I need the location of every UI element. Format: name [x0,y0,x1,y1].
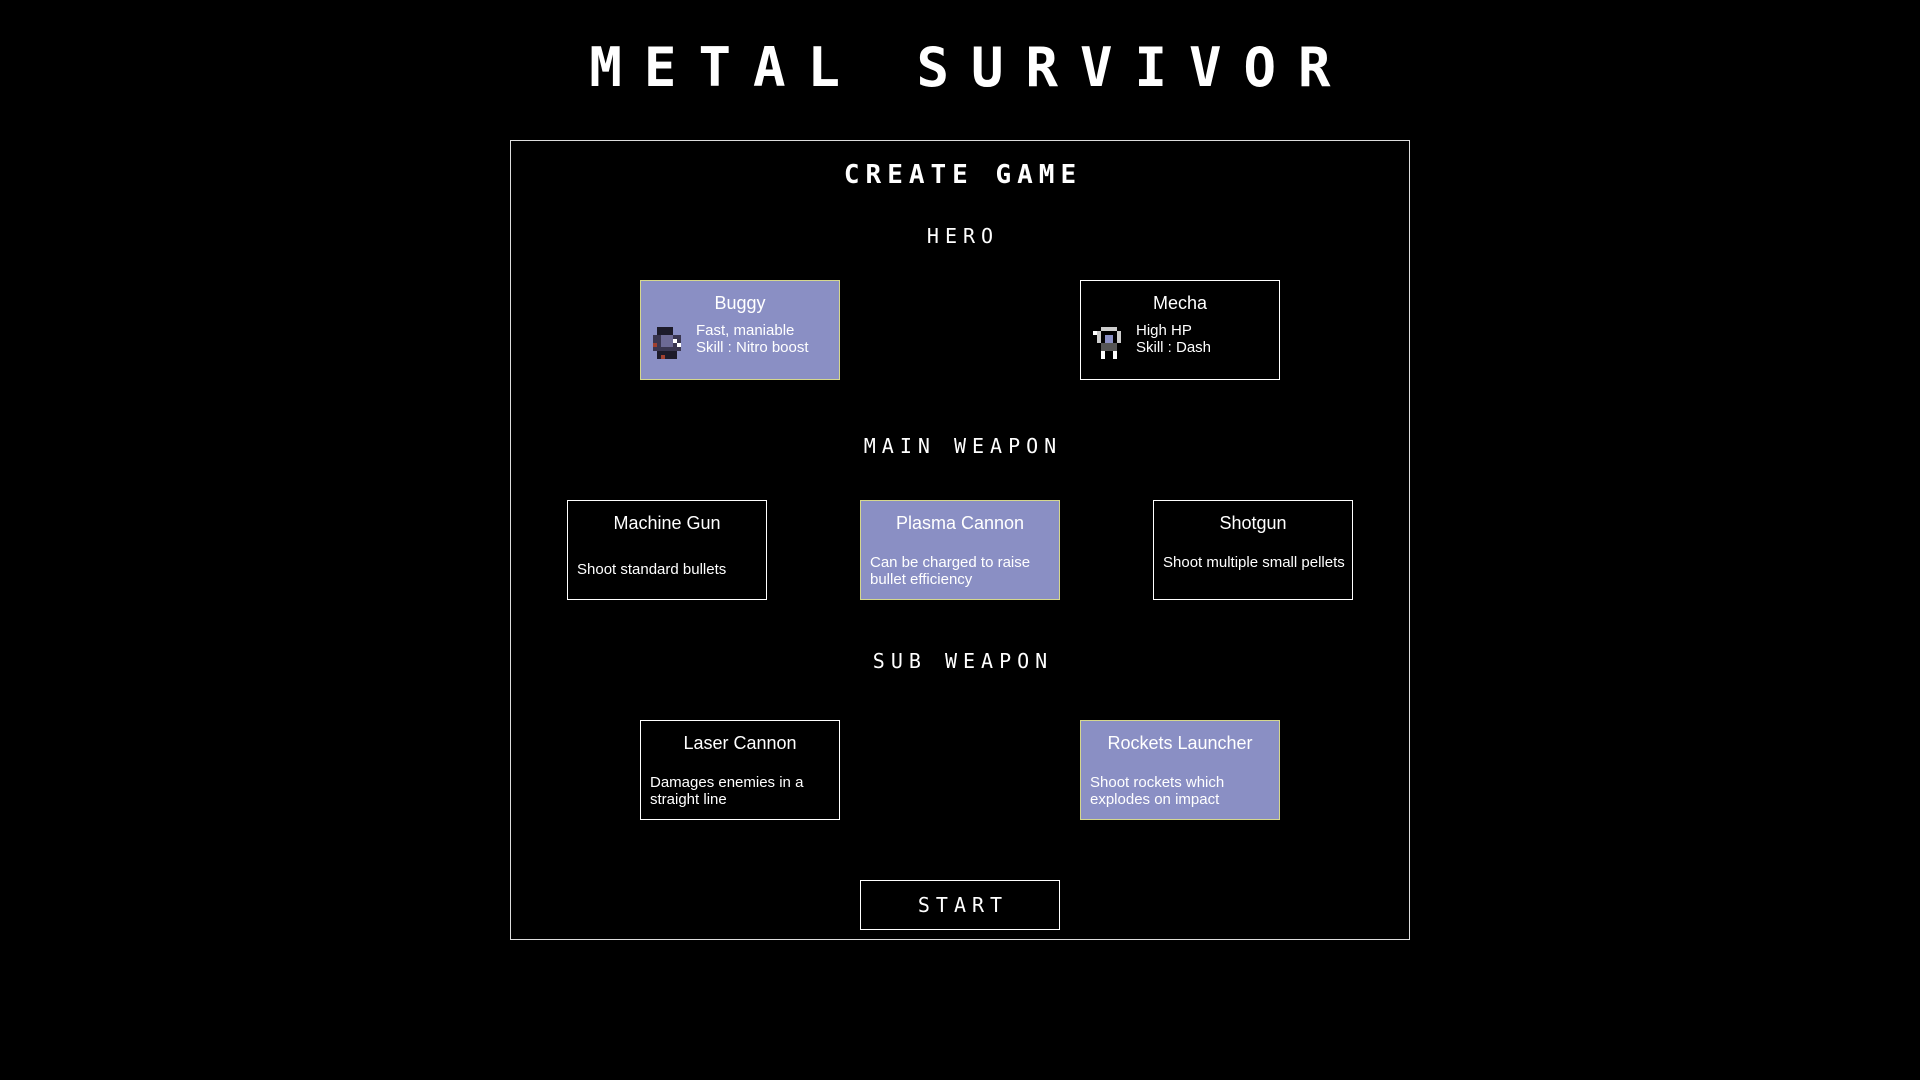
weapon-name: Laser Cannon [683,733,797,753]
main-weapon-section-title: MAIN WEAPON [863,434,1063,458]
weapon-desc: Shoot rockets which explodes on impact [1090,774,1225,808]
mecha-sprite-icon [1093,327,1121,359]
start-button[interactable]: START [860,880,1060,930]
buggy-sprite-icon [653,327,681,359]
hero-name: Buggy [714,293,766,313]
weapon-name: Machine Gun [613,513,721,533]
hero-option-buggy[interactable]: Buggy Fast, maniable Skill : Nitro boost [640,280,840,380]
weapon-desc: Shoot multiple small pellets [1163,554,1345,571]
hero-name: Mecha [1152,293,1208,313]
weapon-name: Plasma Cannon [895,513,1025,533]
game-title: METAL SURVIVOR [589,36,1353,99]
weapon-desc: Shoot standard bullets [577,561,727,578]
weapon-desc: Can be charged to raise bullet efficienc… [870,554,1031,588]
hero-option-mecha[interactable]: Mecha High HP Skill : Dash [1080,280,1280,380]
main-weapon-option-machine-gun[interactable]: Machine Gun Shoot standard bullets [567,500,767,600]
weapon-name: Rockets Launcher [1107,733,1253,753]
create-game-panel [510,140,1410,940]
panel-title: CREATE GAME [843,160,1083,190]
hero-section-title: HERO [926,224,1000,248]
hero-desc-line: High HP [1136,322,1192,339]
weapon-name: Shotgun [1219,513,1287,533]
sub-weapon-option-rockets-launcher[interactable]: Rockets Launcher Shoot rockets which exp… [1080,720,1280,820]
sub-weapon-section-title: SUB WEAPON [872,649,1054,673]
hero-desc-line: Fast, maniable [696,322,795,339]
hero-skill-line: Skill : Dash [1136,339,1212,356]
hero-skill-line: Skill : Nitro boost [696,339,809,356]
sub-weapon-option-laser-cannon[interactable]: Laser Cannon Damages enemies in a straig… [640,720,840,820]
weapon-desc: Damages enemies in a straight line [650,774,804,808]
main-weapon-option-plasma-cannon[interactable]: Plasma Cannon Can be charged to raise bu… [860,500,1060,600]
main-weapon-option-shotgun[interactable]: Shotgun Shoot multiple small pellets [1153,500,1353,600]
